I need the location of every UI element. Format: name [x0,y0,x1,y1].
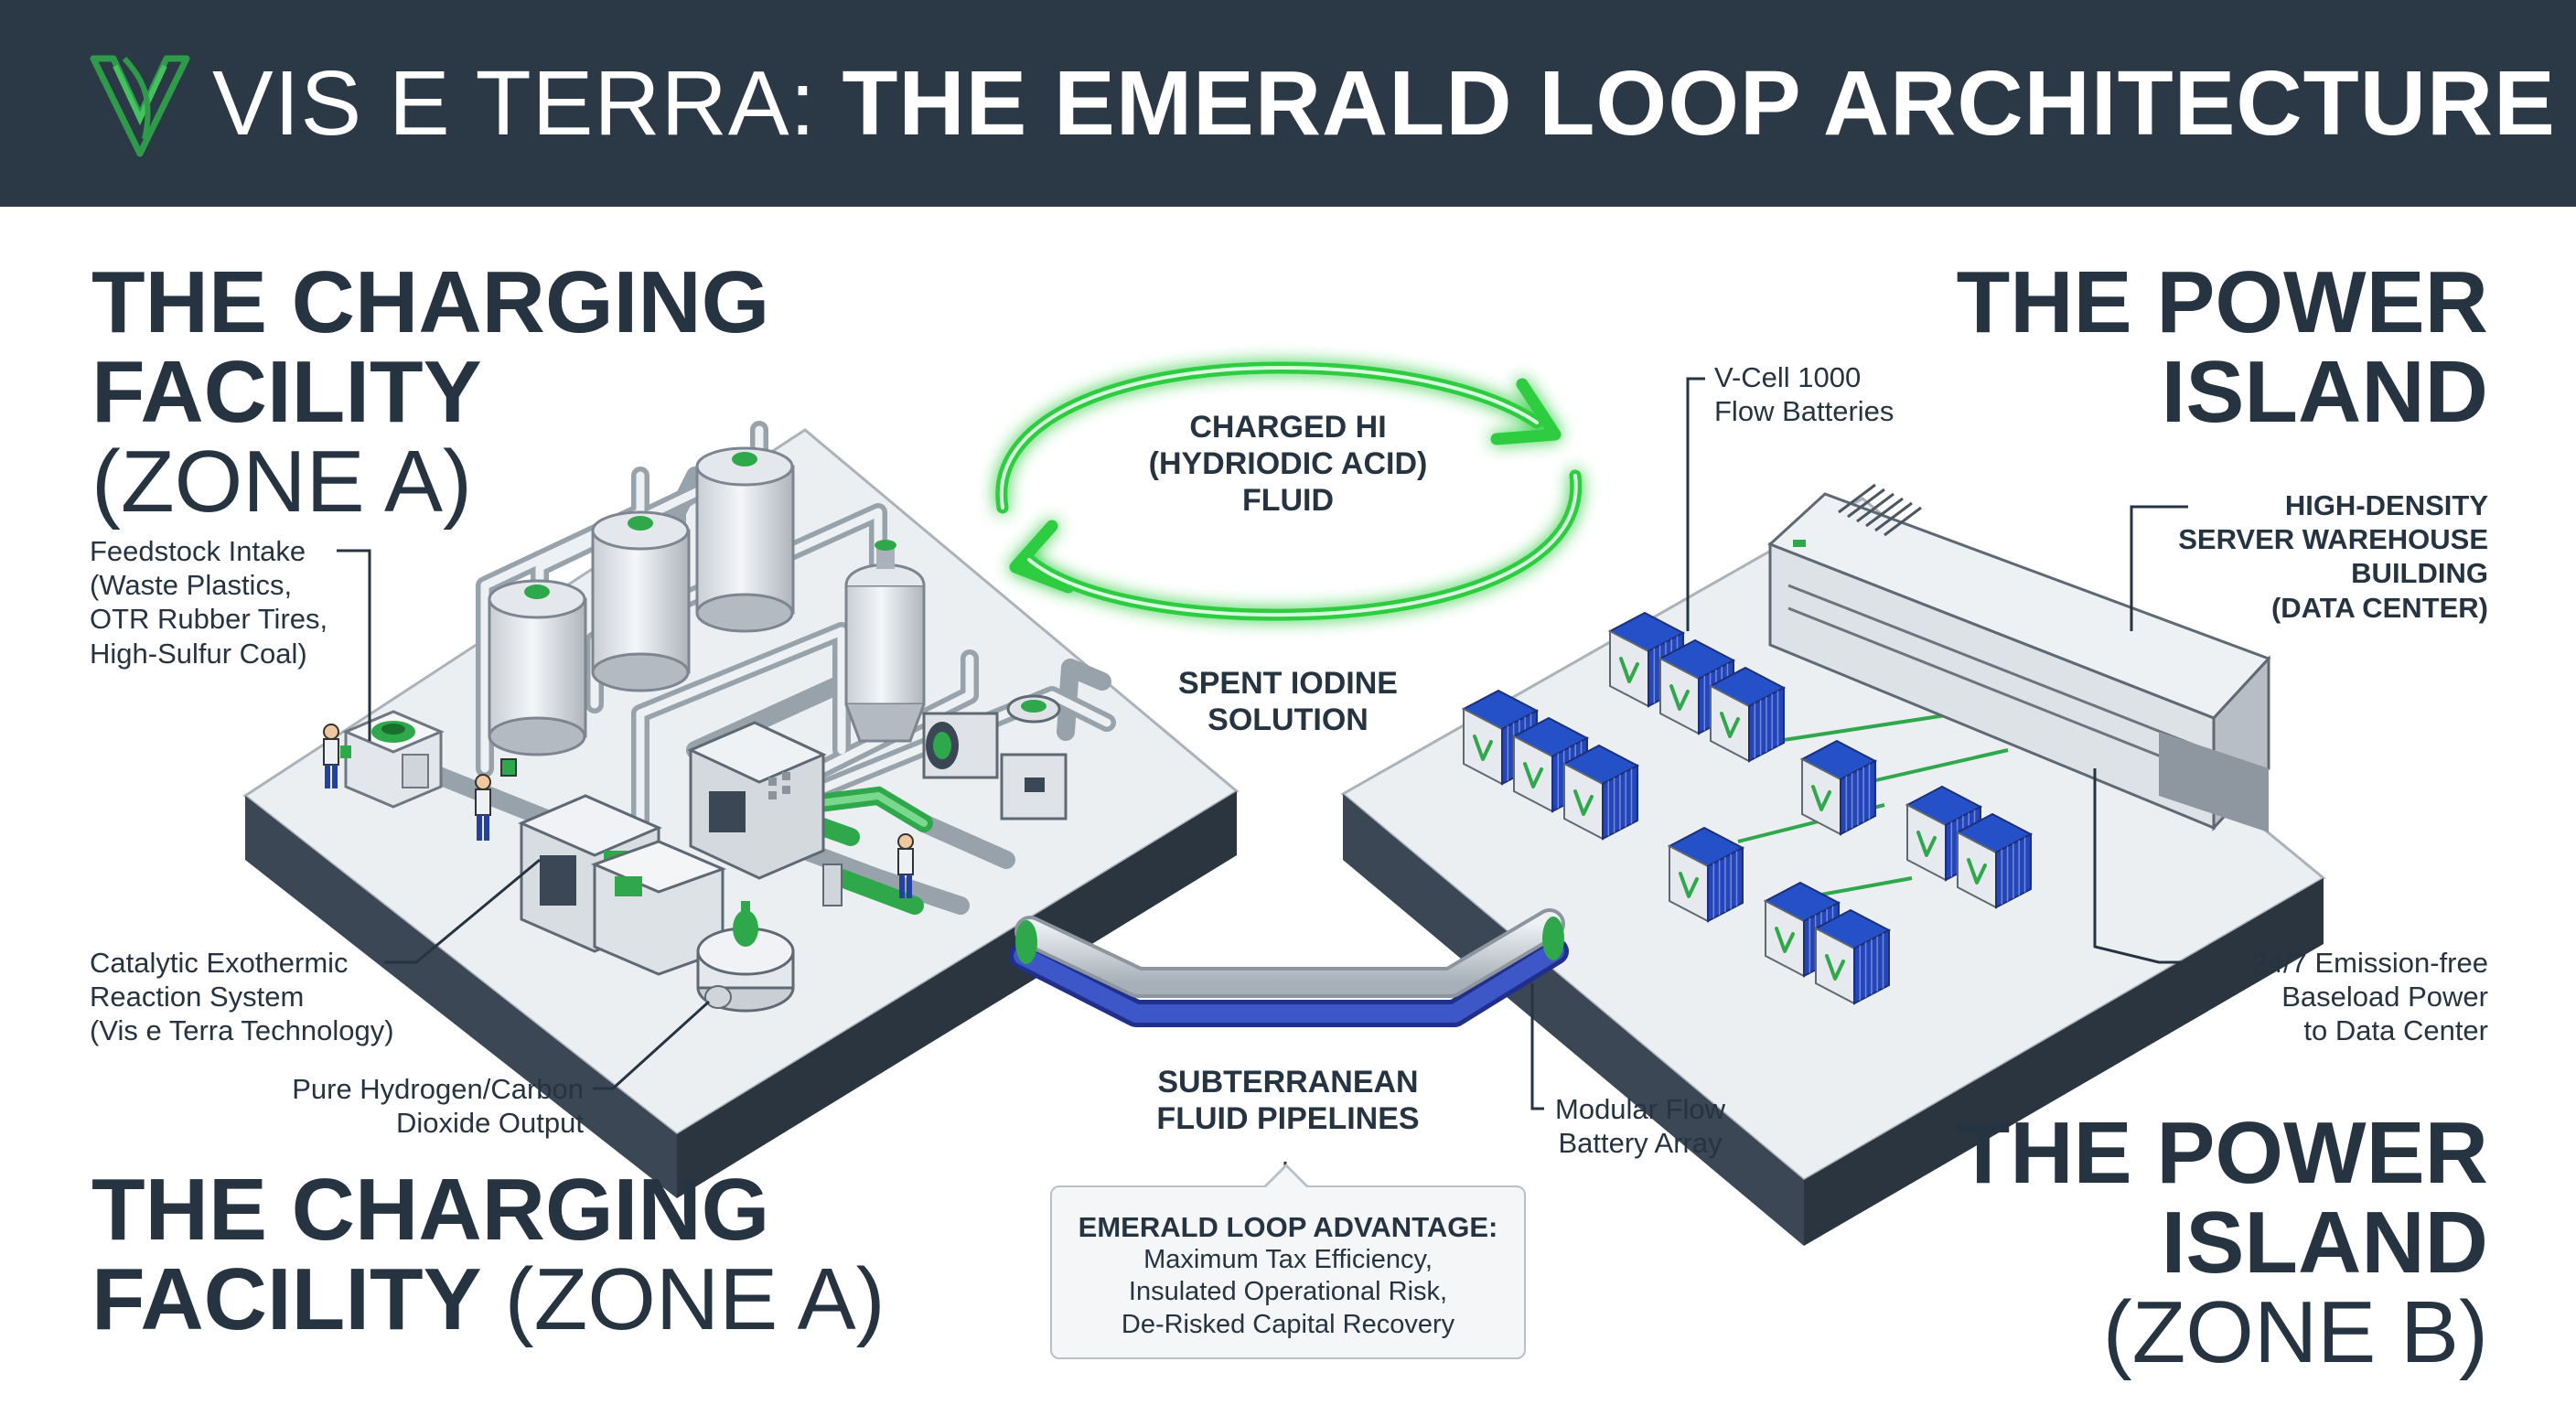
callout-catalytic-reaction: Catalytic Exothermic Reaction System (Vi… [90,946,394,1048]
callout-line: Reaction System [90,981,305,1014]
emerald-loop-advantage-box: EMERALD LOOP ADVANTAGE: Maximum Tax Effi… [1050,1185,1526,1359]
vis-e-terra-logo-icon [90,55,190,157]
battery-unit [1799,739,1878,836]
callout-line: SERVER WAREHOUSE [2178,523,2488,556]
callout-line: Modular Flow [1555,1093,1726,1125]
label-line: SOLUTION [1208,702,1368,737]
zone-b-equipment [1461,483,2271,1005]
callout-line: Battery Array [1558,1127,1723,1160]
battery-unit [1708,666,1787,763]
label-line: FLUID PIPELINES [1156,1100,1420,1136]
v-cell-1000-batteries [1461,611,2034,1005]
callout-line: OTR Rubber Tires, [90,603,328,636]
callout-hydrogen-output: Pure Hydrogen/Carbon Dioxide Output [292,1072,584,1140]
callout-line: Dioxide Output [395,1107,584,1140]
zone-a-title-sub: (ZONE A) [91,432,473,531]
callout-leader-lines [337,377,2188,1189]
callout-v-cell-batteries: V-Cell 1000 Flow Batteries [1714,360,1894,428]
zone-b-platform [1340,497,2326,1246]
emerald-loop-core [999,365,1578,617]
brand-name: VIS E TERRA: [212,51,817,155]
label-charged-hi-fluid: CHARGED HI (HYDRIODIC ACID) FLUID [1105,410,1471,519]
zone-b-bottom-line1: THE POWER [1956,1104,2488,1202]
battery-unit [1667,826,1745,923]
zone-a-title-bottom: THE CHARGING FACILITY (ZONE A) [91,1165,886,1345]
zone-b-title-bottom: THE POWER ISLAND (ZONE B) [1957,1109,2488,1378]
server-warehouse-building [1767,483,2271,832]
advantage-heading: EMERALD LOOP ADVANTAGE: [1078,1211,1498,1243]
zone-a-title-line2: FACILITY [91,342,482,441]
subterranean-pipelines [1009,908,1569,1027]
label-line: SUBTERRANEAN [1157,1065,1419,1099]
zone-b-title-line1: THE POWER [1956,253,2488,351]
title-text: THE EMERALD LOOP ARCHITECTURE [842,51,2556,155]
label-subterranean-pipelines: SUBTERRANEAN FLUID PIPELINES [1105,1065,1471,1138]
callout-line: (Waste Plastics, [90,569,293,602]
zone-a-title-line1: THE CHARGING [91,253,770,351]
callout-line: V-Cell 1000 [1714,361,1862,393]
zone-b-title-line2: ISLAND [2161,342,2488,441]
battery-unit [1813,908,1892,1005]
callout-modular-array: Modular Flow Battery Array [1555,1092,1725,1160]
callout-line: High-Sulfur Coal) [90,637,307,670]
advantage-line: Maximum Tax Efficiency, [1143,1245,1433,1274]
page-title: VIS E TERRA: THE EMERALD LOOP ARCHITECTU… [212,44,2556,163]
callout-line: HIGH-DENSITY [2284,489,2488,521]
battery-unit [1562,744,1640,841]
callout-line: Flow Batteries [1714,395,1894,428]
callout-line: Baseload Power [2281,981,2488,1014]
header-bar: VIS E TERRA: THE EMERALD LOOP ARCHITECTU… [0,0,2576,207]
workers [323,724,914,906]
storage-tanks [488,446,926,756]
callout-server-warehouse: HIGH-DENSITY SERVER WAREHOUSE BUILDING (… [2178,488,2488,625]
label-line: CHARGED HI [1189,410,1387,445]
callout-line: (Vis e Terra Technology) [90,1014,394,1047]
callout-line: Catalytic Exothermic [90,947,349,979]
battery-unit [1955,812,2034,909]
advantage-box-pointer-fill [1265,1167,1307,1188]
callout-feedstock-intake: Feedstock Intake (Waste Plastics, OTR Ru… [90,534,327,670]
feedstock-intake-unit [342,710,445,809]
zone-b-title-top: THE POWER ISLAND [1957,258,2488,437]
callout-line: Pure Hydrogen/Carbon [292,1073,584,1105]
catalytic-reactor-system [518,694,1068,1013]
callout-line: (DATA CENTER) [2270,591,2488,624]
callout-baseload-power: 24/7 Emission-free Baseload Power to Dat… [2252,946,2488,1048]
callout-line: BUILDING [2351,557,2488,590]
label-line: SPENT IODINE [1178,666,1398,701]
callout-line: Feedstock Intake [90,535,306,567]
zone-b-bottom-sub: (ZONE B) [2102,1282,2488,1381]
callout-line: 24/7 Emission-free [2251,947,2488,979]
label-line: (HYDRIODIC ACID) [1148,445,1428,481]
zone-b-bottom-line2: ISLAND [2161,1193,2488,1292]
advantage-line: De-Risked Capital Recovery [1121,1309,1455,1339]
callout-line: to Data Center [2303,1014,2488,1047]
zone-a-bottom-line1: THE CHARGING [91,1161,770,1259]
advantage-line: Insulated Operational Risk, [1128,1277,1448,1307]
label-spent-iodine: SPENT IODINE SOLUTION [1105,666,1471,739]
zone-a-title-top: THE CHARGING FACILITY (ZONE A) [91,258,769,527]
zone-a-equipment [323,421,1116,1013]
zone-a-bottom-line2: FACILITY [91,1249,480,1348]
zone-a-bottom-sub: (ZONE A) [504,1249,886,1348]
label-line: FLUID [1241,482,1335,518]
battery-unit [1763,881,1841,978]
